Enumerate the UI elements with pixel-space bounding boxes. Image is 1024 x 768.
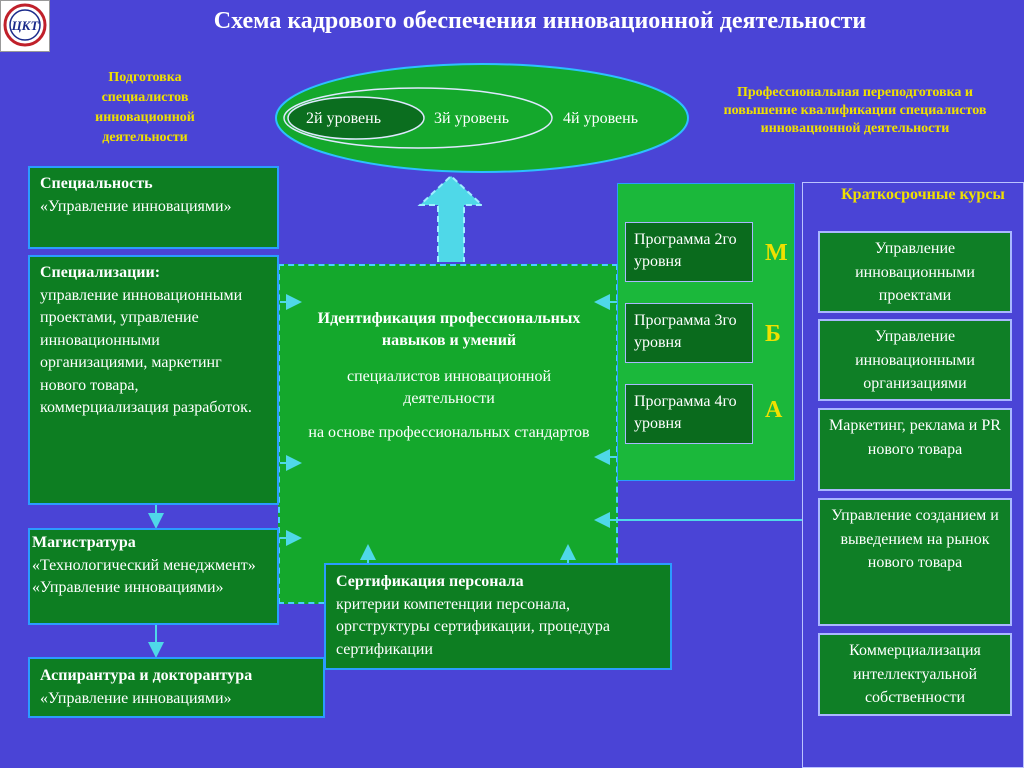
course-item[interactable]: Управление созданием и выведением на рын… [818, 498, 1012, 626]
mba-letter-m: М [765, 240, 788, 266]
certification-body: критерии компетенции персонала, оргструк… [336, 595, 610, 658]
mba-program-4[interactable]: Программа 4го уровня [625, 384, 753, 444]
specialty-title: Специальность [40, 175, 153, 192]
course-item[interactable]: Управление инновационными организациями [818, 319, 1012, 401]
level-4-label: 4й уровень [563, 110, 638, 127]
course-item[interactable]: Коммерциализация интеллектуальной собств… [818, 633, 1012, 716]
logo: ЦКТ [0, 0, 50, 52]
up-arrow-icon [417, 174, 485, 262]
mba-program-3[interactable]: Программа 3го уровня [625, 303, 753, 363]
specialty-body: «Управление инновациями» [40, 197, 232, 215]
masters-box[interactable]: Магистратура «Технологический менеджмент… [28, 528, 279, 625]
level-2-label: 2й уровень [306, 110, 381, 127]
specializations-title: Специализации: [40, 264, 161, 281]
mba-letter-a: А [765, 397, 783, 423]
course-item[interactable]: Маркетинг, реклама и PR нового товара [818, 408, 1012, 491]
mba-letter-b: Б [765, 321, 781, 347]
short-courses-title: Краткосрочные курсы [841, 186, 1005, 203]
specialty-box[interactable]: Специальность «Управление инновациями» [28, 166, 279, 249]
right-header: Профессиональная переподготовка и повыше… [723, 85, 987, 136]
level-3-label: 3й уровень [434, 110, 509, 127]
identification-text: Идентификация профессиональных навыков и… [300, 308, 598, 444]
certification-box[interactable]: Сертификация персонала критерии компетен… [324, 563, 672, 670]
certification-title: Сертификация персонала [336, 573, 524, 590]
identification-title: Идентификация профессиональных навыков и… [317, 310, 581, 349]
identification-line2: на основе профессиональных стандартов [308, 424, 590, 441]
masters-title: Магистратура [32, 534, 136, 551]
left-header: Подготовка специалистов инновационной де… [95, 70, 195, 145]
masters-body: «Технологический менеджмент» «Управление… [32, 556, 256, 597]
postgrad-box[interactable]: Аспирантура и докторантура «Управление и… [28, 657, 325, 718]
postgrad-body: «Управление инновациями» [40, 689, 232, 707]
specializations-box[interactable]: Специализации: управление инновационными… [28, 255, 279, 505]
postgrad-title: Аспирантура и докторантура [40, 667, 253, 684]
svg-text:ЦКТ: ЦКТ [11, 18, 40, 33]
course-item[interactable]: Управление инновационными проектами [818, 231, 1012, 313]
page-title: Схема кадрового обеспечения инновационно… [213, 8, 867, 34]
identification-line1: специалистов инновационной деятельности [346, 368, 552, 407]
mba-program-2[interactable]: Программа 2го уровня [625, 222, 753, 282]
specializations-body: управление инновационными проектами, упр… [40, 286, 252, 417]
logo-emblem-icon: ЦКТ [3, 3, 47, 47]
